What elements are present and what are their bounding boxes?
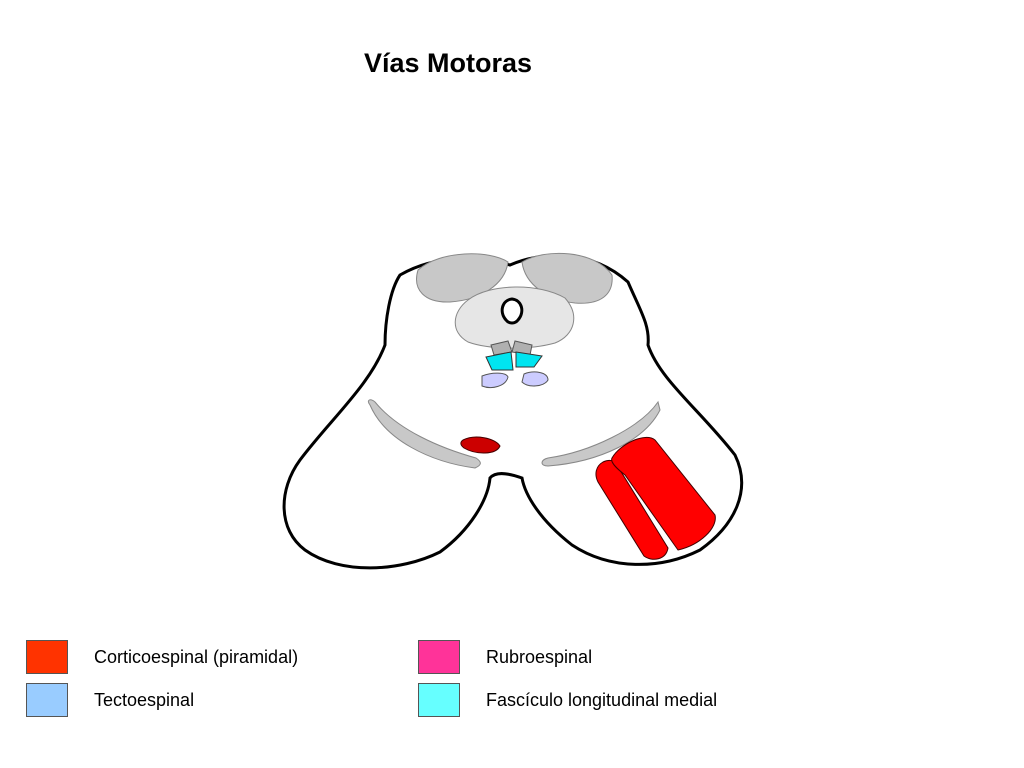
legend-item-fasciculo: Fascículo longitudinal medial [418, 683, 717, 717]
legend-swatch-fasciculo [418, 683, 460, 717]
legend-item-rubroespinal: Rubroespinal [418, 640, 592, 674]
diagram-title-text: Vías Motoras [363, 48, 533, 78]
legend-label-corticoespinal: Corticoespinal (piramidal) [94, 646, 299, 667]
legend-label-fasciculo: Fascículo longitudinal medial [486, 689, 718, 710]
legend-swatch-rubroespinal [418, 640, 460, 674]
legend-label-tectoespinal: Tectoespinal [94, 689, 195, 710]
lavender-tract-right [521, 371, 549, 387]
central-canal [500, 297, 524, 325]
legend-swatch-tectoespinal [26, 683, 68, 717]
lavender-tract-left [481, 372, 509, 389]
dorsal-grey-left [416, 253, 509, 303]
red-nucleus [460, 436, 501, 454]
grey-band-right [541, 400, 661, 467]
legend-item-corticoespinal: Corticoespinal (piramidal) [26, 640, 298, 674]
corticoespinal-tract-outer [611, 436, 716, 551]
legend-item-tectoespinal: Tectoespinal [26, 683, 194, 717]
fasciculo-left [485, 351, 514, 371]
legend-label-rubroespinal: Rubroespinal [486, 646, 593, 667]
legend-swatch-corticoespinal [26, 640, 68, 674]
grey-band-left [367, 399, 481, 469]
diagram-title: Vías Motoras [0, 48, 1024, 79]
fasciculo-right [515, 351, 543, 368]
